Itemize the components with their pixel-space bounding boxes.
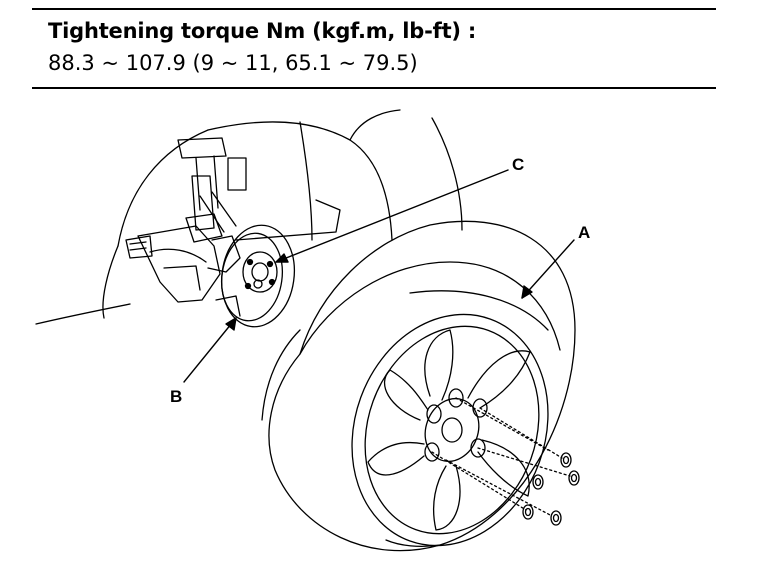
bottom-rule <box>32 87 716 89</box>
callout-a-label: A <box>578 223 590 242</box>
callout-b-label: B <box>170 387 182 406</box>
top-rule <box>32 8 716 10</box>
wheel-arch <box>35 109 463 325</box>
tire <box>261 220 576 552</box>
lug-nuts <box>431 397 580 526</box>
brake-disc <box>207 224 295 328</box>
alloy-wheel <box>367 329 531 531</box>
torque-spec-value: 88.3 ~ 107.9 (9 ~ 11, 65.1 ~ 79.5) <box>48 51 418 75</box>
suspension-strut <box>125 137 247 303</box>
torque-spec-title: Tightening torque Nm (kgf.m, lb-ft) : <box>48 19 477 43</box>
callout-c-label: C <box>512 155 524 174</box>
leader-lines <box>183 169 575 383</box>
